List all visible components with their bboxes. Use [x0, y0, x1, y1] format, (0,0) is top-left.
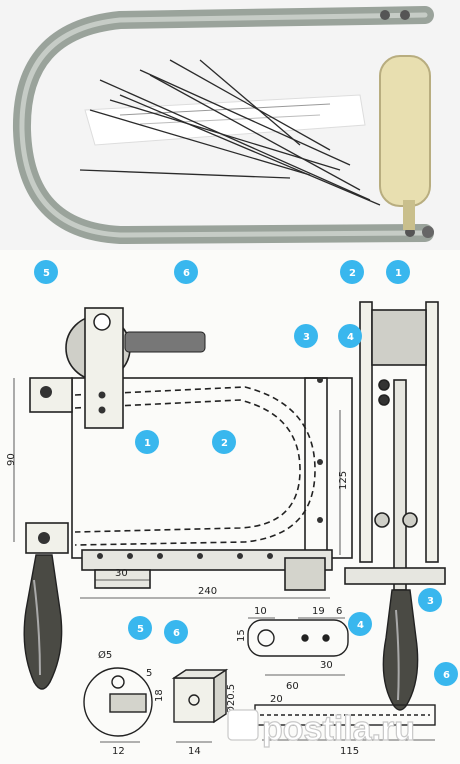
dim-240: 240 — [198, 586, 217, 597]
dim-5: 5 — [146, 668, 152, 679]
badge-label: 6 — [443, 670, 450, 681]
badge-label: 5 — [43, 268, 50, 279]
badge-label: 1 — [144, 438, 151, 449]
dim-10: 10 — [254, 606, 267, 617]
badge-label: 2 — [221, 438, 228, 449]
dim-12: 12 — [112, 746, 125, 757]
dim-15: 15 — [236, 629, 247, 642]
badge-label: 6 — [183, 268, 190, 279]
detail-clamp-plate — [247, 619, 349, 657]
dim-19: 19 — [312, 606, 325, 617]
dimension-lines — [13, 378, 435, 743]
badge-label: 4 — [357, 620, 364, 631]
dim-14: 14 — [188, 746, 201, 757]
technical-drawing: 240 30 90 125 10 19 6 15 60 30 20 115 Ø5… — [0, 250, 460, 764]
badge-label: 5 — [137, 624, 144, 635]
dim-115: 115 — [340, 746, 359, 757]
badge-label: 3 — [303, 332, 310, 343]
dim-d5: Ø5 — [98, 649, 112, 661]
badge-label: 6 — [173, 628, 180, 639]
badge-label: 2 — [349, 268, 356, 279]
handle-left — [23, 522, 69, 690]
handle-right — [382, 589, 419, 711]
part-badges: 5 6 1 2 3 4 2 1 3 4 5 6 6 — [34, 260, 458, 686]
fret-saw-photo — [0, 0, 460, 250]
dim-18: 18 — [154, 689, 165, 702]
dim-30b: 30 — [320, 660, 333, 671]
detail-block — [171, 668, 229, 724]
badge-label: 4 — [347, 332, 354, 343]
watermark: postila.ru — [227, 709, 416, 749]
rivets — [97, 377, 323, 559]
badge-label: 1 — [395, 268, 402, 279]
postila-logo-icon — [227, 709, 259, 741]
screw-icon — [400, 10, 410, 20]
dim-20: 20 — [270, 694, 283, 705]
dim-6: 6 — [336, 606, 342, 617]
top-clamp — [29, 307, 206, 429]
dim-90: 90 — [6, 453, 17, 466]
screw-icon — [380, 10, 390, 20]
dim-205: Ø20.5 — [225, 684, 237, 714]
dim-125: 125 — [338, 471, 349, 490]
screw-icon — [422, 226, 434, 238]
watermark-text: postila.ru — [262, 710, 415, 748]
badge-label: 3 — [427, 596, 434, 607]
wooden-handle — [379, 55, 431, 230]
saw-blades — [79, 59, 381, 206]
dim-60: 60 — [286, 681, 299, 692]
detail-knob — [83, 667, 153, 737]
dim-30: 30 — [115, 568, 128, 579]
frame-side-view — [344, 301, 446, 591]
